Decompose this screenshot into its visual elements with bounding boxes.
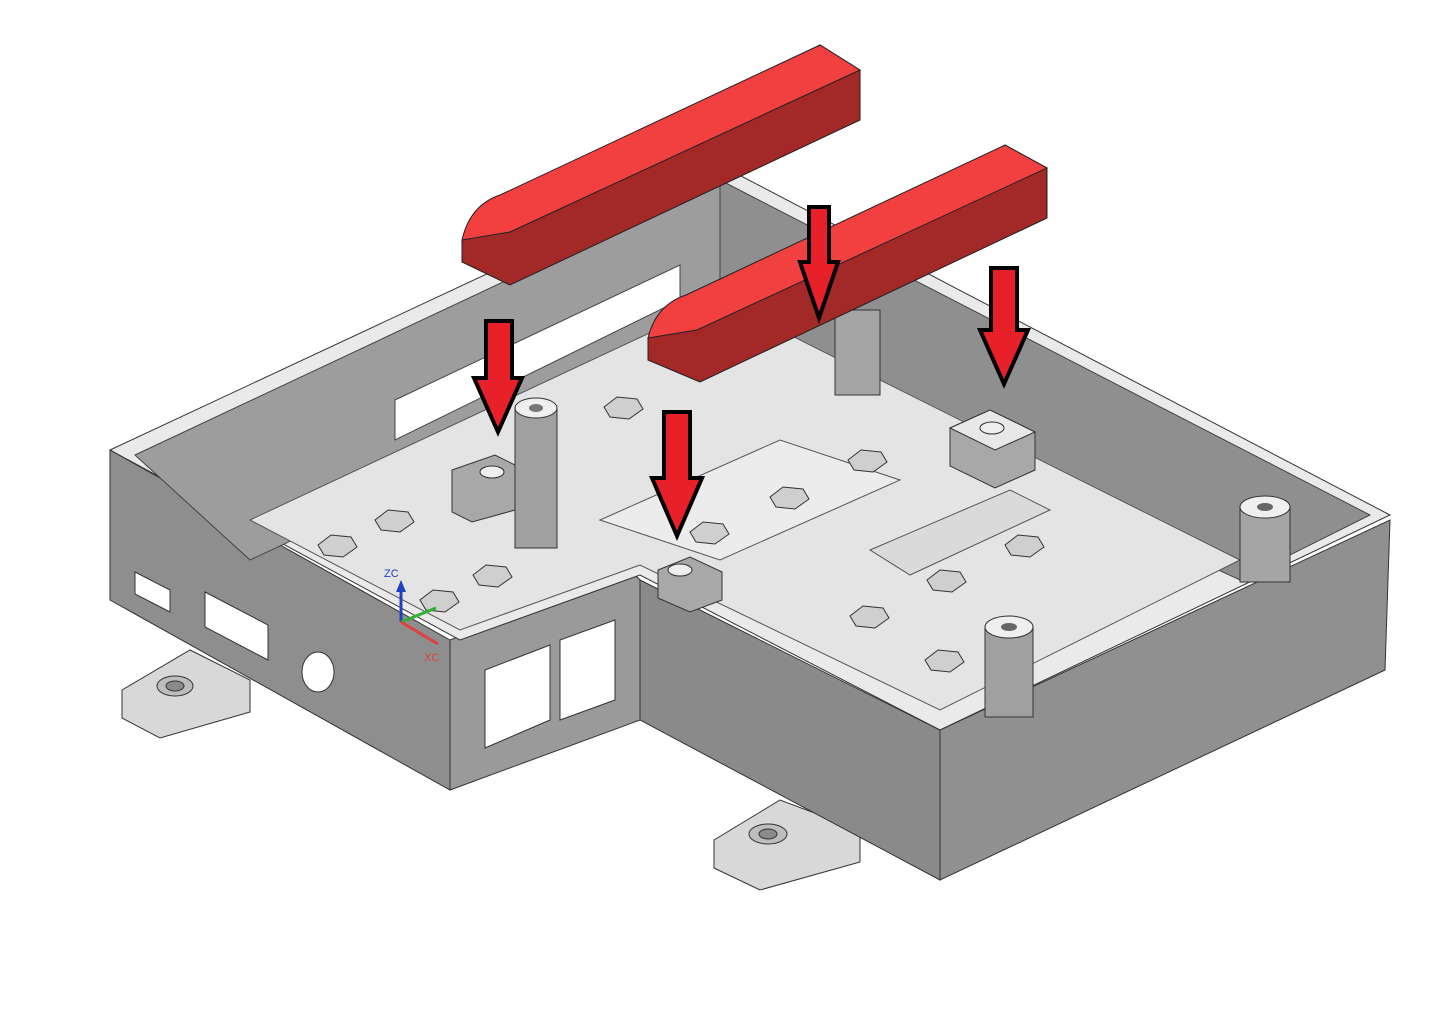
block-center <box>657 556 723 613</box>
arrow-right-block <box>976 266 1032 389</box>
red-bar-front[interactable] <box>647 144 1049 383</box>
coordinate-triad: ZC XC <box>384 568 439 664</box>
enclosure-model[interactable] <box>108 164 1392 891</box>
red-bar-rear[interactable] <box>461 44 862 286</box>
arrow-bar-mount <box>797 205 841 325</box>
standoff-right <box>1239 495 1291 583</box>
port-cutouts <box>134 571 616 749</box>
block-right <box>948 409 1037 489</box>
standoff-front <box>984 615 1034 718</box>
arrow-center-boss <box>648 410 706 542</box>
floor-recess <box>868 489 1052 576</box>
standoff-center <box>834 309 881 396</box>
x-axis-arrow <box>400 620 439 646</box>
arrows <box>470 205 1032 542</box>
block-left <box>451 454 516 523</box>
y-axis-arrow <box>400 606 437 624</box>
z-axis-label: ZC <box>384 568 399 580</box>
hex-holes <box>317 396 1045 673</box>
standoff-left <box>514 397 558 549</box>
x-axis-label: XC <box>424 652 439 664</box>
right-wall <box>939 519 1391 881</box>
mounting-tab-left <box>121 649 251 739</box>
mounting-tab-front <box>713 799 861 891</box>
arrow-left-standoff <box>470 319 526 437</box>
